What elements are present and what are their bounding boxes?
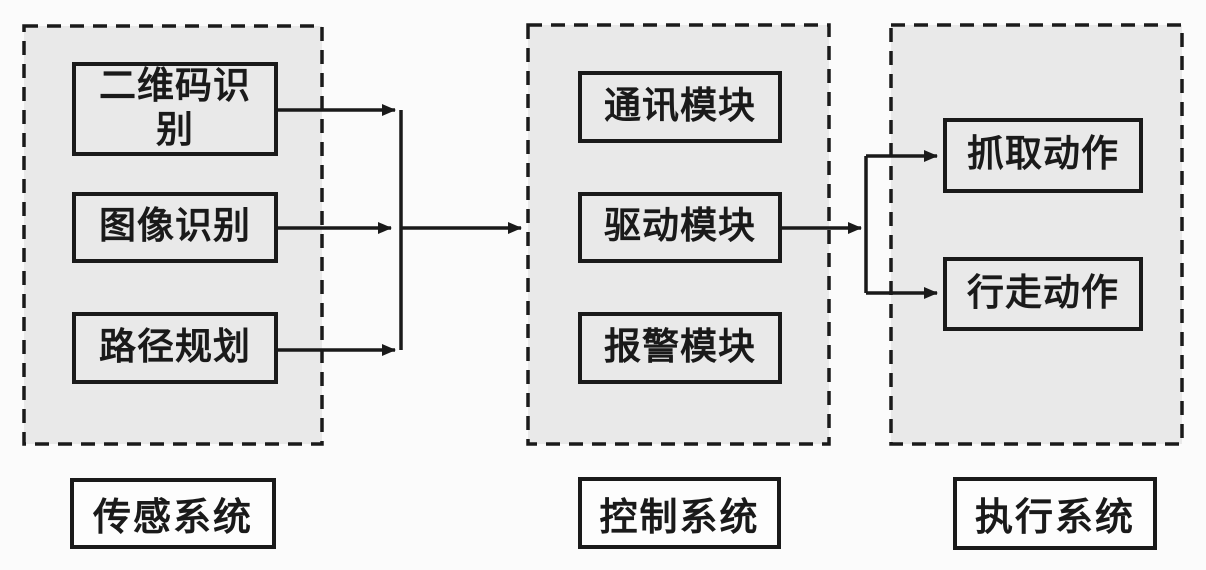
image-recognition-box: 图像识别 xyxy=(72,192,278,263)
execution-system-container xyxy=(889,23,1184,446)
walk-action-box: 行走动作 xyxy=(943,257,1143,331)
sensing-system-label: 传感系统 xyxy=(70,478,276,549)
drive-module-box: 驱动模块 xyxy=(578,192,782,263)
alarm-module-box: 报警模块 xyxy=(578,312,782,384)
path-planning-box: 路径规划 xyxy=(72,312,278,384)
execution-system-label: 执行系统 xyxy=(953,477,1157,550)
communication-module-box: 通讯模块 xyxy=(578,71,782,143)
qr-recognition-box: 二维码识 别 xyxy=(72,62,278,156)
grab-action-box: 抓取动作 xyxy=(943,118,1143,193)
control-system-label: 控制系统 xyxy=(578,477,781,549)
